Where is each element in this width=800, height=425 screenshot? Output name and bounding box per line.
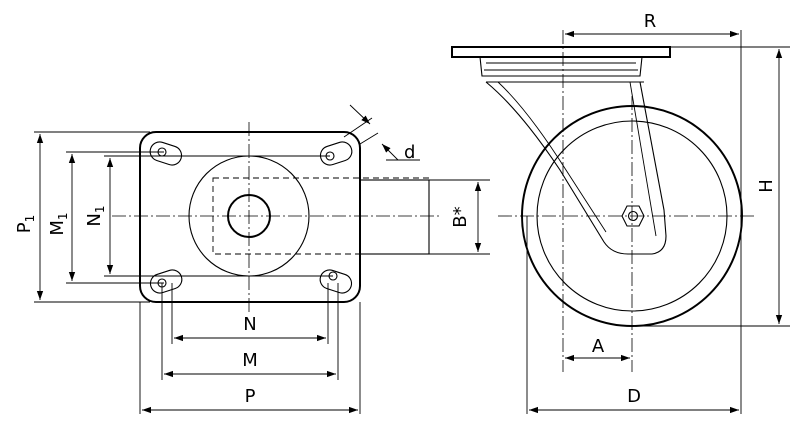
label-n1: N1 (84, 205, 107, 226)
label-p1: P1 (14, 215, 37, 234)
bolt-slot-bottom-right (319, 269, 353, 294)
bolt-slot-top-right (319, 141, 353, 166)
bolt-slot-bottom-left (149, 269, 183, 294)
label-m1: M1 (47, 212, 70, 235)
label-h: H (756, 179, 777, 193)
fork-arm (485, 81, 667, 255)
label-n: N (243, 314, 256, 335)
label-b: B* (450, 206, 471, 227)
dim-d-arrow-lower (381, 143, 399, 161)
axle-stub (359, 179, 430, 255)
label-p: P (245, 386, 256, 407)
bolt-slot-top-left (149, 141, 183, 166)
top-view: P1 M1 N1 d B* N M P (14, 104, 490, 414)
label-a: A (592, 336, 605, 357)
label-m: M (242, 350, 258, 371)
side-view: R H A D (451, 11, 790, 414)
label-d: d (404, 142, 415, 163)
swivel-head (479, 56, 643, 77)
side-top-plate (451, 46, 671, 58)
label-r: R (644, 11, 657, 32)
dim-d-arrow-upper (349, 104, 371, 125)
label-d-side: D (627, 386, 641, 407)
